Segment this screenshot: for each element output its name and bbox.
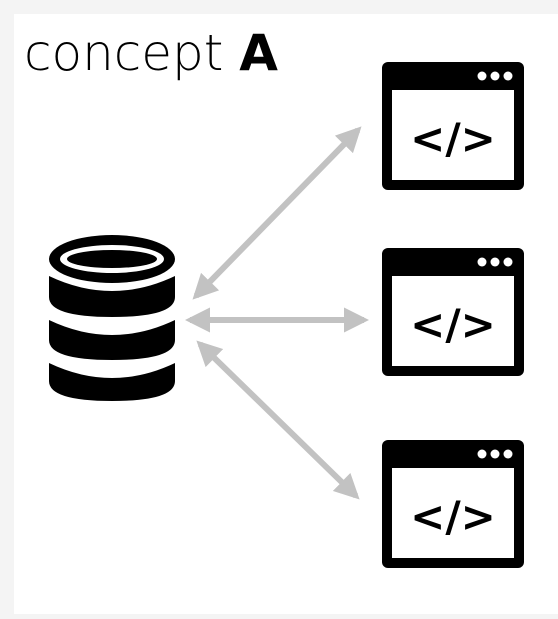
database-icon bbox=[49, 235, 175, 401]
diagram-title: concept A bbox=[24, 28, 278, 78]
app-window-3: </> bbox=[382, 440, 524, 568]
code-glyph-3: </> bbox=[410, 492, 496, 541]
title-letter: A bbox=[239, 24, 278, 82]
arrow-db-to-app-3 bbox=[196, 340, 360, 500]
arrow-db-to-app-1 bbox=[192, 126, 362, 300]
app-window-2: </> bbox=[382, 248, 524, 376]
app-window-1: </> bbox=[382, 62, 524, 190]
connection-arrows bbox=[184, 126, 370, 500]
title-word: concept bbox=[24, 24, 224, 82]
code-glyph-1: </> bbox=[410, 114, 496, 163]
code-glyph-2: </> bbox=[410, 300, 496, 349]
